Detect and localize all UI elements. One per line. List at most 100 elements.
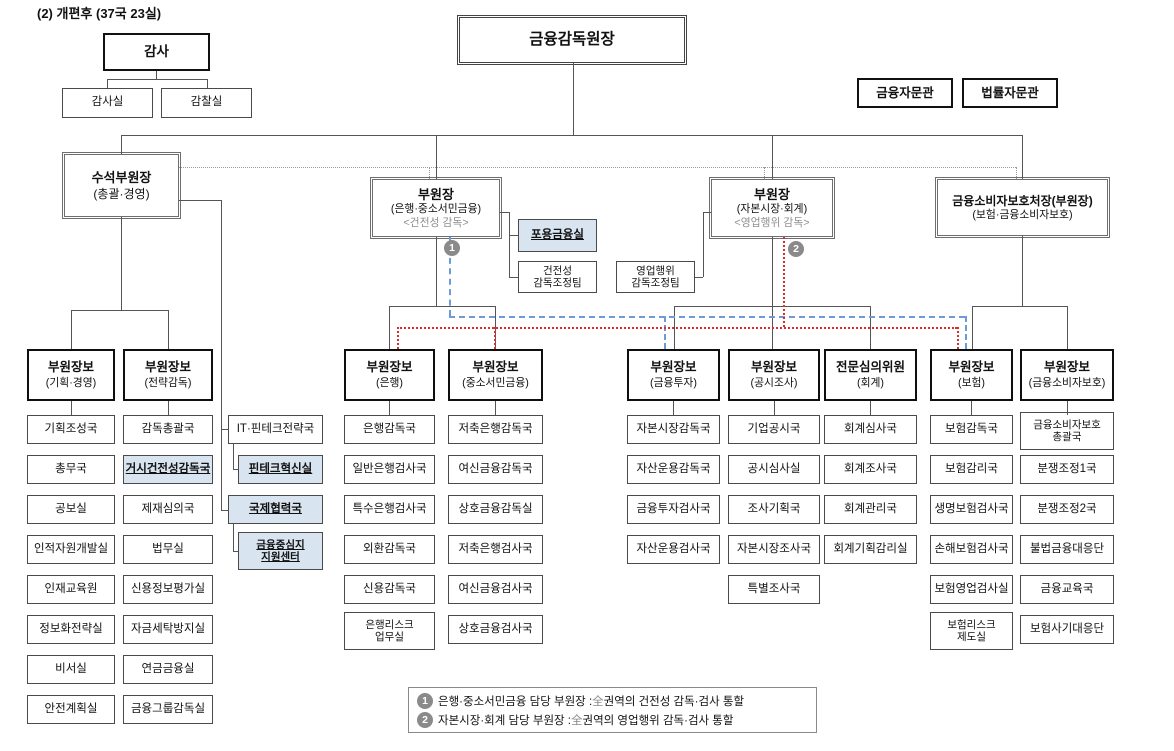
connector-line [1067, 306, 1068, 349]
org-header-box: 부원장보(보험) [930, 349, 1013, 401]
governor-box: 금융감독원장 [457, 15, 687, 65]
org-unit-box: 여신금융검사국 [448, 575, 543, 604]
legend-badge-1: 1 [417, 692, 433, 709]
org-header-sub: (금융투자) [650, 377, 697, 389]
deputy-banking-title: 부원장 [418, 186, 454, 202]
badge-2: 2 [788, 241, 804, 257]
connector-line [494, 327, 496, 349]
org-unit-box: 비서실 [27, 655, 115, 684]
org-header-box: 부원장보(금융소비자보호) [1020, 349, 1114, 401]
org-unit-box: 자산운용검사국 [627, 535, 720, 564]
org-header-box: 부원장보(금융투자) [627, 349, 720, 401]
org-unit-box: 회계기획감리실 [824, 535, 917, 564]
org-unit-box: 분쟁조정1국 [1020, 455, 1114, 484]
inclusive-finance-office-box: 포용금융실 [518, 219, 597, 252]
org-header-title: 부원장보 [366, 360, 413, 375]
connector-line [509, 235, 518, 236]
org-unit-box: 보험리스크 제도실 [930, 612, 1013, 650]
deputy-banking-sub1: (은행·중소서민금융) [390, 202, 482, 215]
org-unit-box: 손해보험검사국 [930, 535, 1013, 564]
connector-line [436, 237, 437, 306]
legend-text-2-post: 권역의 영업행위 감독·검사 통할 [582, 714, 734, 727]
connector-line [495, 401, 496, 415]
org-unit-box: 공보실 [27, 495, 115, 524]
badge-1: 1 [444, 240, 460, 256]
org-header-sub: (회계) [856, 377, 885, 389]
connector-line [121, 217, 122, 310]
org-unit-box: 저축은행감독국 [448, 415, 543, 444]
org-unit-box: 기획조성국 [27, 415, 115, 444]
connector-line [107, 79, 208, 80]
connector-line [509, 212, 510, 277]
connector-line [573, 63, 574, 135]
connector-line [389, 306, 390, 349]
connector-line [397, 327, 957, 329]
org-header-box: 부원장보(기획·경영) [27, 349, 115, 401]
org-unit-box: 안전계획실 [27, 695, 115, 724]
connector-line [703, 212, 711, 213]
org-unit-box: 보험감독국 [930, 415, 1013, 444]
org-unit-box: 상호금융감독실 [448, 495, 543, 524]
legend-hanja-1: 全 [592, 695, 604, 708]
connector-line [389, 306, 496, 307]
legend-text-1-post: 권역의 건전성 감독·검사 통할 [603, 695, 745, 708]
org-unit-box: 연금금융실 [123, 655, 213, 684]
org-unit-box: 여신금융감독국 [448, 455, 543, 484]
org-unit-box: 거시건전성감독국 [123, 455, 213, 484]
connector-line [971, 401, 972, 415]
legend-text-2-pre: 자본시장·회계 담당 부원장 : [438, 714, 571, 727]
org-unit-box: 감독총괄국 [123, 415, 213, 444]
connector-line [121, 135, 122, 154]
org-unit-box: 국제협력국 [228, 495, 323, 524]
legend-line-1: 1 은행·중소서민금융 담당 부원장 : 全 권역의 건전성 감독·검사 통할 [417, 692, 808, 709]
org-unit-box: 신용정보평가실 [123, 575, 213, 604]
senior-deputy-sub: (총괄·경영) [93, 186, 150, 201]
org-unit-box: 특수은행검사국 [344, 495, 435, 524]
org-unit-box: 신용감독국 [344, 575, 435, 604]
connector-line [207, 79, 208, 88]
org-header-sub: (금융소비자보호) [1028, 377, 1106, 389]
connector-line [71, 401, 72, 415]
deputy-capital-title: 부원장 [754, 186, 790, 202]
connector-line [1022, 236, 1023, 306]
org-unit-box: 공시심사실 [728, 455, 820, 484]
connector-line [156, 71, 157, 79]
legal-advisor-box: 법률자문관 [962, 78, 1058, 108]
prudential-coordination-team-box: 건전성 감독조정팀 [518, 261, 597, 293]
org-unit-box: 제재심의국 [123, 495, 213, 524]
org-unit-box: 금융중심지 지원센터 [238, 532, 323, 570]
audit-office-box: 감사실 [62, 88, 153, 118]
connector-line [233, 524, 234, 551]
org-unit-box: 일반은행검사국 [344, 455, 435, 484]
connector-line [1016, 167, 1017, 179]
org-unit-box: 인재교육원 [27, 575, 115, 604]
org-header-box: 전문심의위원(회계) [824, 349, 917, 401]
auditor-box: 감사 [103, 33, 210, 71]
connector-line [957, 327, 959, 349]
connector-line [221, 200, 222, 510]
consumer-head-sub: (보험·금융소비자보호) [972, 208, 1073, 221]
connector-line [774, 401, 775, 415]
org-header-sub: (중소서민금융) [462, 377, 529, 389]
senior-deputy-title: 수석부원장 [91, 170, 152, 186]
page-title: (2) 개편후 (37국 23실) [37, 6, 162, 21]
org-unit-box: 자금세탁방지실 [123, 615, 213, 644]
senior-deputy-governor-box: 수석부원장 (총괄·경영) [62, 152, 181, 219]
org-unit-box: 금융투자검사국 [627, 495, 720, 524]
org-header-title: 부원장보 [47, 360, 94, 375]
org-unit-box: 특별조사국 [728, 575, 820, 604]
connector-line [436, 135, 437, 179]
connector-line [703, 212, 704, 277]
connector-line [397, 327, 399, 349]
org-header-box: 부원장보(전략감독) [123, 349, 213, 401]
connector-line [449, 316, 965, 318]
connector-line [71, 310, 72, 349]
org-unit-box: 정보화전략실 [27, 615, 115, 644]
connector-line [674, 306, 870, 307]
org-header-sub: (은행) [375, 377, 404, 389]
org-unit-box: 은행리스크 업무실 [344, 612, 435, 650]
org-unit-box: 금융그룹감독실 [123, 695, 213, 724]
connector-line [500, 212, 509, 213]
org-header-sub: (보험) [957, 377, 986, 389]
